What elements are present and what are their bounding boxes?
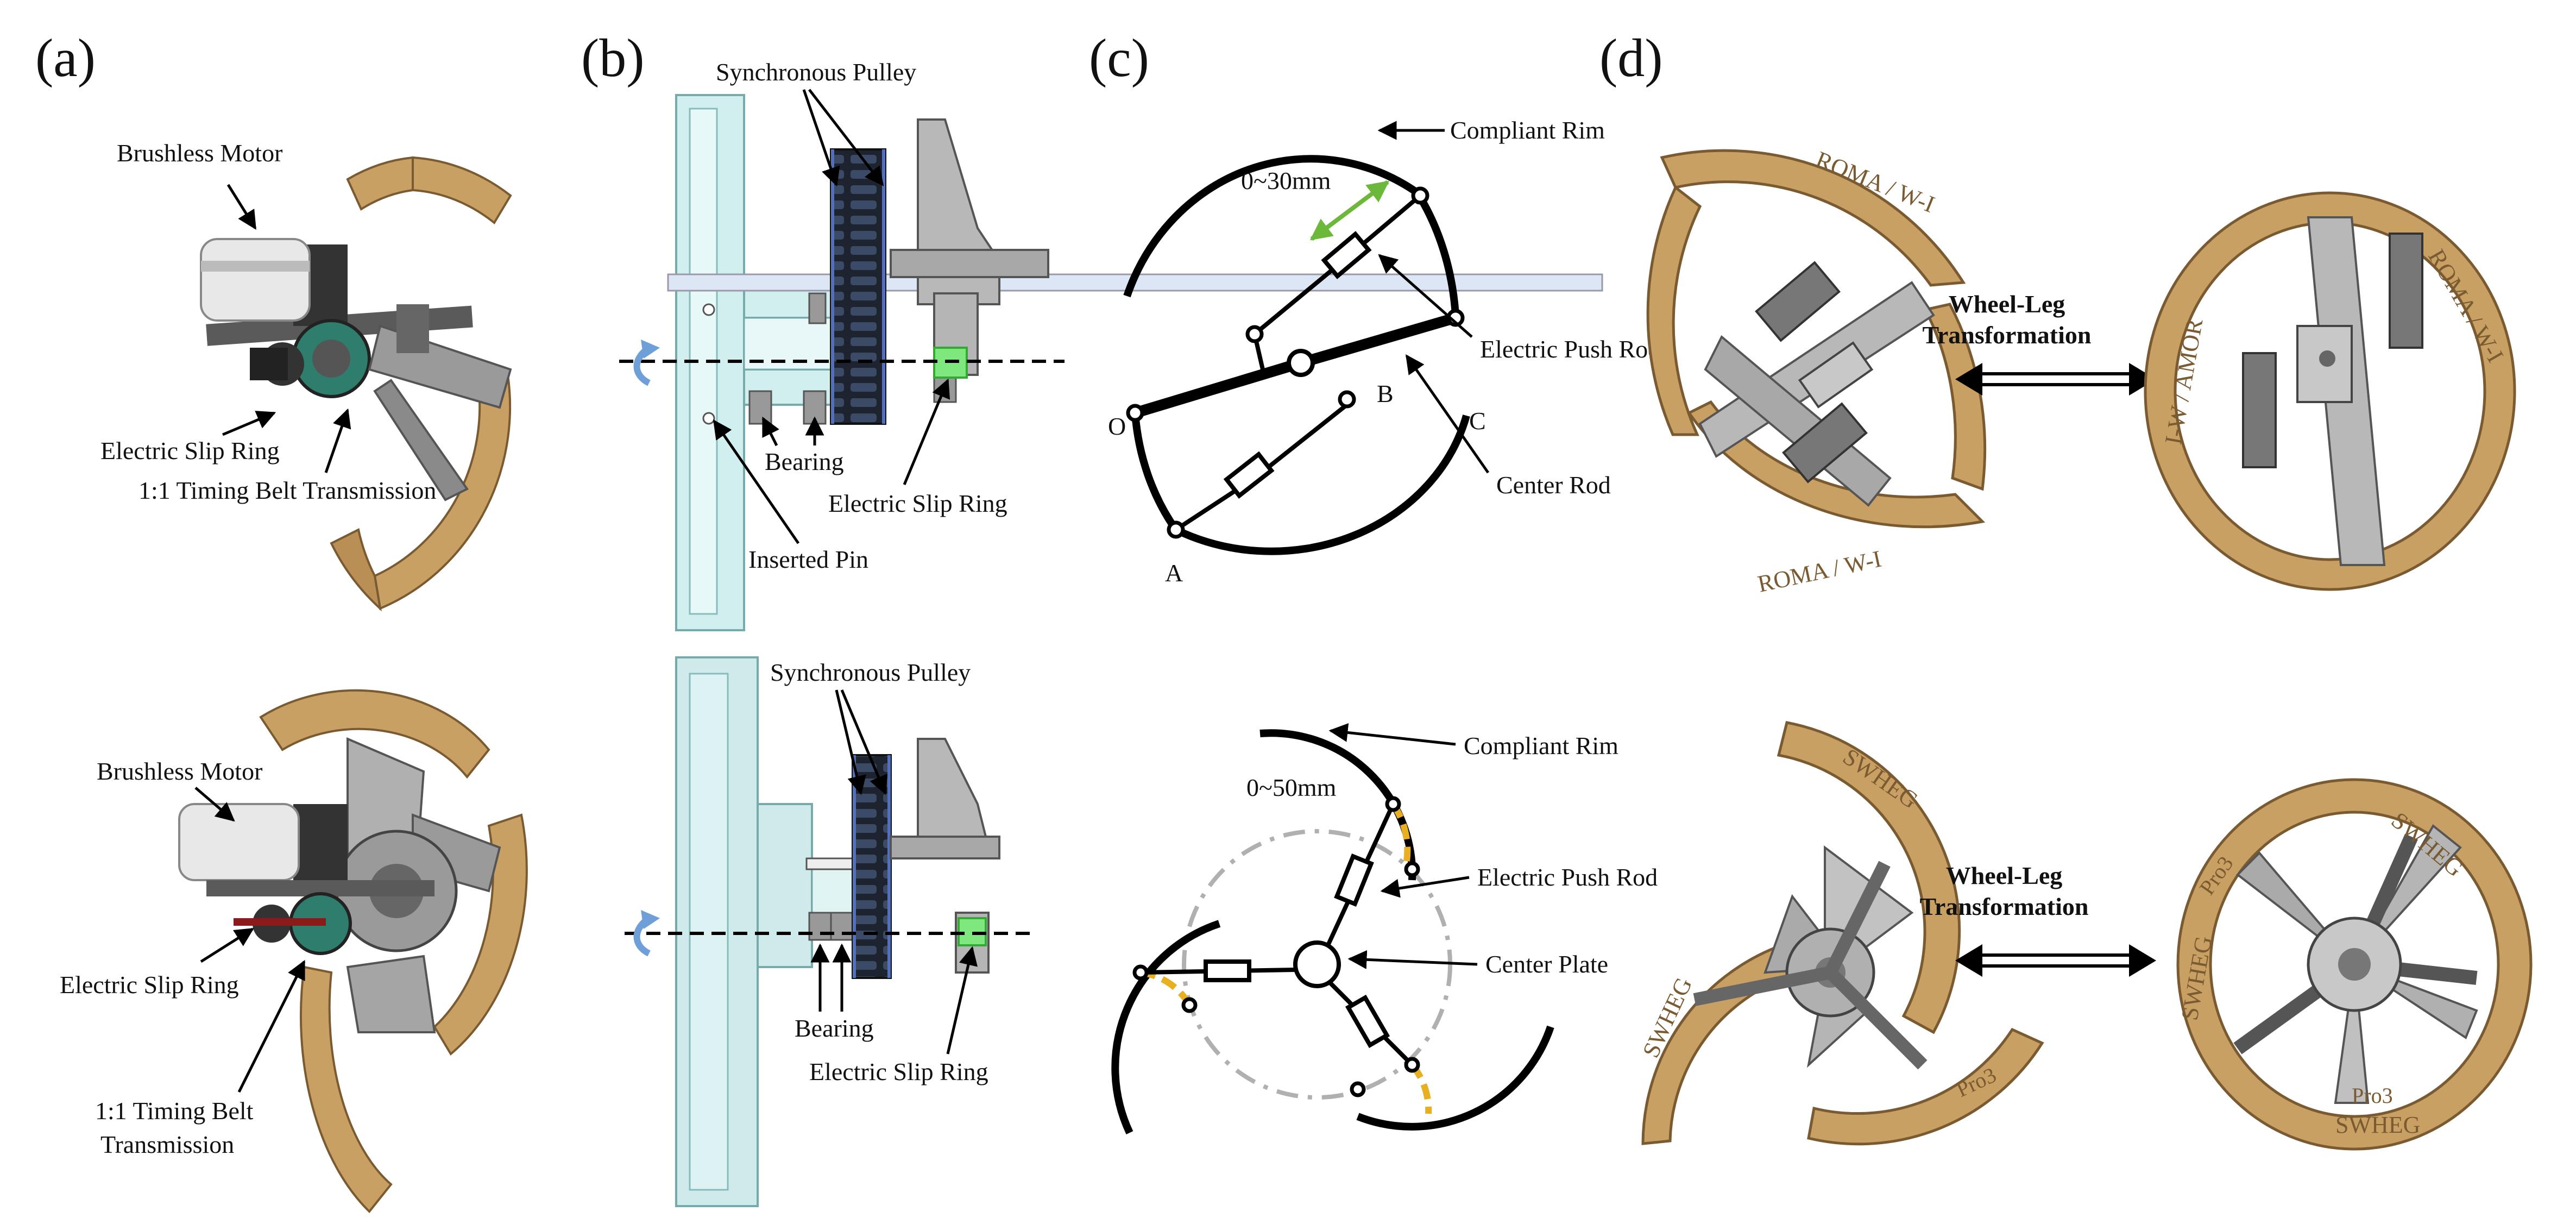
label-electric-slip-ring-b-bottom: Electric Slip Ring xyxy=(809,1058,988,1085)
label-electric-slip-ring-a-bottom: Electric Slip Ring xyxy=(60,971,239,999)
label-range-top: 0~30mm xyxy=(1241,167,1331,194)
panel-d-top-wheel-mode: ROMA / W-I I-W / AMOR xyxy=(2144,191,2516,591)
label-point-a: A xyxy=(1165,559,1183,587)
label-bearing-b-top: Bearing xyxy=(765,448,844,475)
panel-c-top-mechanism xyxy=(1123,155,1470,555)
label-range-bottom: 0~50mm xyxy=(1246,774,1337,801)
panel-d-bottom-wheel-mode: SWHEG SWHEG SWHEG Pro3 Pro3 xyxy=(2176,778,2533,1151)
panel-d-top-leg-mode: ROMA / W-I ROMA / W-I xyxy=(1646,146,1987,598)
label-compliant-rim-c-top: Compliant Rim xyxy=(1450,116,1605,144)
label-brushless-motor-top: Brushless Motor xyxy=(117,139,282,167)
rim-text-d-bottom-8: Pro3 xyxy=(2352,1083,2393,1108)
panel-a: (a) Brushless Motor Electric Slip Ring 1… xyxy=(35,28,528,1213)
double-arrow-bottom xyxy=(1955,944,2156,977)
panel-d-label: (d) xyxy=(1599,28,1663,88)
label-electric-push-rod-c-bottom: Electric Push Rod xyxy=(1477,863,1658,891)
label-transformation-bottom-1: Wheel-Leg xyxy=(1946,862,2063,889)
label-transformation-top-2: Transformation xyxy=(1923,321,2092,349)
label-electric-push-rod-c-top: Electric Push Rod xyxy=(1480,335,1660,363)
double-arrow-top xyxy=(1955,363,2156,396)
panel-b-top-section xyxy=(619,94,1603,631)
label-compliant-rim-c-bottom: Compliant Rim xyxy=(1464,732,1618,760)
label-transformation-bottom-2: Transformation xyxy=(1920,893,2089,920)
label-inserted-pin: Inserted Pin xyxy=(748,545,868,573)
label-point-b: B xyxy=(1377,380,1394,407)
panel-b-label: (b) xyxy=(581,28,645,88)
label-timing-belt-a-bottom-2: Transmission xyxy=(100,1131,234,1158)
panel-b-bottom-section xyxy=(625,656,1032,1207)
label-center-rod: Center Rod xyxy=(1496,471,1611,499)
label-electric-slip-ring-a-top: Electric Slip Ring xyxy=(100,437,280,465)
label-transformation-top-1: Wheel-Leg xyxy=(1949,290,2065,318)
label-point-c: C xyxy=(1469,407,1486,435)
panel-d: (d) ROMA / W-I ROMA / W-I Wheel-Leg Tran… xyxy=(1599,28,2533,1151)
panel-c: (c) 0~30mm Compliant R xyxy=(1089,28,1660,1134)
label-timing-belt-a-top: 1:1 Timing Belt Transmission xyxy=(138,476,436,504)
panel-b: (b) Synchronous Pulley xyxy=(581,28,1603,1207)
panel-a-bottom-wheel-illustration xyxy=(178,689,528,1213)
panel-a-top-wheel-illustration xyxy=(200,156,512,612)
panel-a-label: (a) xyxy=(35,28,96,88)
rim-text-d-bottom-6: SWHEG xyxy=(2335,1112,2420,1138)
label-synchronous-pulley-b-top: Synchronous Pulley xyxy=(716,58,916,86)
label-electric-slip-ring-b-top: Electric Slip Ring xyxy=(828,490,1007,517)
panel-c-label: (c) xyxy=(1089,28,1149,88)
label-center-plate: Center Plate xyxy=(1485,950,1608,978)
label-bearing-b-bottom: Bearing xyxy=(795,1014,874,1042)
label-brushless-motor-bottom: Brushless Motor xyxy=(97,757,262,785)
rim-text-d-top-2: ROMA / W-I xyxy=(1755,545,1884,598)
label-synchronous-pulley-b-bottom: Synchronous Pulley xyxy=(770,658,971,686)
panel-c-bottom-mechanism xyxy=(1111,729,1554,1134)
label-timing-belt-a-bottom-1: 1:1 Timing Belt xyxy=(95,1097,254,1125)
panel-d-bottom-leg-mode: SWHEG SWHEG Pro3 xyxy=(1637,721,2044,1146)
label-point-o: O xyxy=(1108,412,1126,440)
